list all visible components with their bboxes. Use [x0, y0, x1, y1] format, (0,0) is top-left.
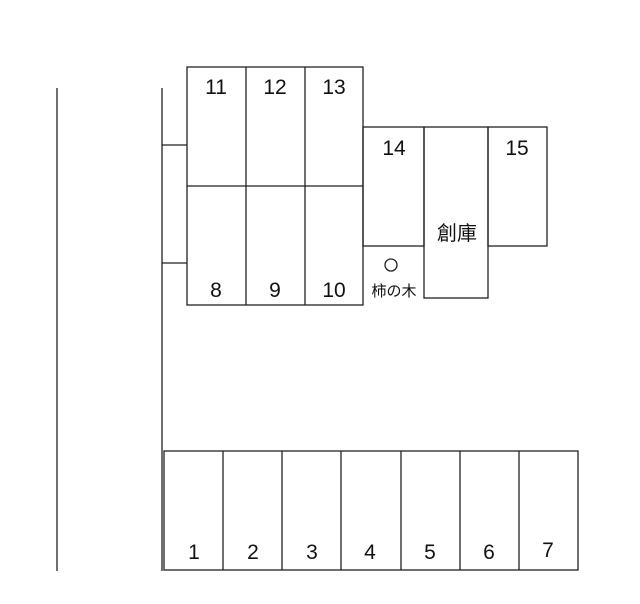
space-15: [487, 126, 548, 247]
tree-label: 柿の木: [371, 282, 416, 300]
tree-icon: [384, 258, 398, 272]
space-8-label: 8: [210, 279, 222, 302]
space-9-label: 9: [269, 279, 281, 302]
warehouse-label: 創庫: [437, 221, 477, 245]
space-1-label: 1: [188, 541, 200, 564]
space-13-label: 13: [322, 76, 345, 99]
space-2-label: 2: [247, 541, 259, 564]
space-15-label: 15: [505, 137, 528, 160]
lower-block: [163, 450, 579, 571]
space-4-label: 4: [364, 541, 376, 564]
space-10-label: 10: [322, 279, 345, 302]
space-14-label: 14: [382, 137, 406, 160]
space-12-label: 12: [263, 76, 286, 99]
space-11-label: 11: [205, 76, 227, 99]
space-5-label: 5: [424, 541, 436, 564]
space-3-label: 3: [306, 541, 318, 564]
space-7-label: 7: [542, 539, 554, 562]
warehouse: [423, 126, 489, 299]
space-6-label: 6: [483, 541, 495, 564]
